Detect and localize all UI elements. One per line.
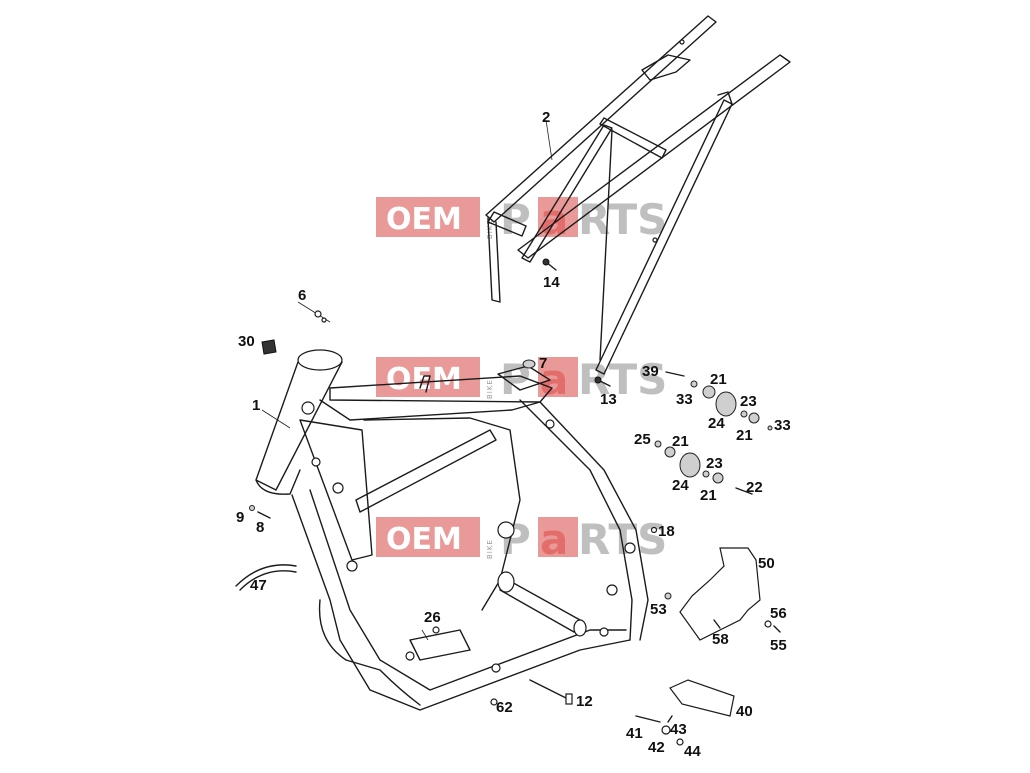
- part-23-nut: [740, 410, 748, 418]
- part-13-bolt: [594, 376, 611, 387]
- part-55-screw: [773, 625, 781, 633]
- watermark-parts-a: a: [540, 515, 568, 564]
- part-33-washer-b: [767, 425, 773, 431]
- watermark-3: OEM BIKE P a RTS: [376, 515, 667, 564]
- leader-lines: [261, 119, 553, 641]
- callout-44: 44: [684, 743, 701, 760]
- part-47-hose: [235, 564, 297, 587]
- watermark-bike-text: BIKE: [486, 539, 494, 559]
- callout-26: 26: [424, 609, 441, 626]
- part-12-bolt: [529, 679, 573, 705]
- main-frame: [255, 349, 649, 711]
- callout-21d: 21: [700, 487, 717, 504]
- part-50-guard: [679, 547, 761, 641]
- callout-58: 58: [712, 631, 729, 648]
- part-21-nut-d: [712, 472, 724, 484]
- part-40-footpeg: [669, 679, 735, 717]
- part-58-screw: [713, 619, 721, 629]
- callout-labels: 2 6 7 1 30 14 13 39 21 33 23 24 21 33 25…: [236, 109, 791, 760]
- callout-41: 41: [626, 725, 643, 742]
- callout-22: 22: [746, 479, 763, 496]
- watermark-oem-text: OEM: [386, 522, 462, 557]
- watermark-1: OEM BIKE P a RTS: [376, 195, 667, 244]
- part-22-bolt: [735, 487, 753, 495]
- part-41-pin: [635, 715, 661, 723]
- part-18-clip: [650, 526, 658, 534]
- callout-33a: 33: [676, 391, 693, 408]
- watermark-bike-text: BIKE: [486, 219, 494, 239]
- callout-42: 42: [648, 739, 665, 756]
- watermark-parts-post: RTS: [578, 355, 667, 404]
- watermark-parts-post: RTS: [578, 195, 667, 244]
- callout-30: 30: [238, 333, 255, 350]
- callout-56: 56: [770, 605, 787, 622]
- watermark-parts-a: a: [540, 195, 568, 244]
- callout-24b: 24: [672, 477, 689, 494]
- callout-40: 40: [736, 703, 753, 720]
- part-14-bolt: [542, 258, 557, 271]
- callout-8: 8: [256, 519, 264, 536]
- part-7-cap: [522, 359, 536, 369]
- callout-62: 62: [496, 699, 513, 716]
- callout-21b: 21: [736, 427, 753, 444]
- callout-39: 39: [642, 363, 659, 380]
- callout-21a: 21: [710, 371, 727, 388]
- part-62-screw: [490, 698, 498, 706]
- callout-25: 25: [634, 431, 651, 448]
- callout-53: 53: [650, 601, 667, 618]
- watermark-oem-text: OEM: [386, 362, 462, 397]
- part-8-screw: [257, 511, 271, 519]
- part-23-nut-b: [702, 470, 710, 478]
- part-43-clip: [667, 715, 673, 723]
- part-39-bolt: [665, 371, 685, 377]
- callout-6: 6: [298, 287, 306, 304]
- callout-47: 47: [250, 577, 267, 594]
- callout-13: 13: [600, 391, 617, 408]
- part-9-washer: [249, 505, 255, 511]
- callout-23a: 23: [740, 393, 757, 410]
- part-25-washer: [654, 440, 662, 448]
- part-21-nut: [702, 385, 716, 399]
- callout-23b: 23: [706, 455, 723, 472]
- part-21-nut-b: [748, 412, 760, 424]
- part-6-screw: [297, 301, 331, 323]
- callout-24a: 24: [708, 415, 725, 432]
- part-56-washer: [764, 620, 772, 628]
- callout-18: 18: [658, 523, 675, 540]
- part-30-plug: [261, 339, 277, 355]
- watermark-parts-post: RTS: [578, 515, 667, 564]
- part-24-bushing: [715, 391, 737, 417]
- part-21-nut-c: [664, 446, 676, 458]
- callout-50: 50: [758, 555, 775, 572]
- watermark-2: OEM BIKE P a RTS: [376, 355, 667, 404]
- small-parts: [235, 258, 781, 746]
- callout-14: 14: [543, 274, 560, 291]
- callout-33b: 33: [774, 417, 791, 434]
- part-42-spring: [661, 725, 671, 735]
- callout-7: 7: [539, 355, 547, 372]
- watermark-bike-text: BIKE: [486, 379, 494, 399]
- callout-21c: 21: [672, 433, 689, 450]
- part-24-bushing-b: [679, 452, 701, 478]
- callout-43: 43: [670, 721, 687, 738]
- watermark-oem-text: OEM: [386, 202, 462, 237]
- callout-9: 9: [236, 509, 244, 526]
- part-33-washer: [690, 380, 698, 388]
- rear-subframe: [485, 15, 791, 375]
- callout-2: 2: [542, 109, 550, 126]
- part-53-grommet: [664, 592, 672, 600]
- callout-55: 55: [770, 637, 787, 654]
- part-26-nut: [432, 626, 440, 634]
- part-44-washer: [676, 738, 684, 746]
- callout-12: 12: [576, 693, 593, 710]
- callout-1: 1: [252, 397, 260, 414]
